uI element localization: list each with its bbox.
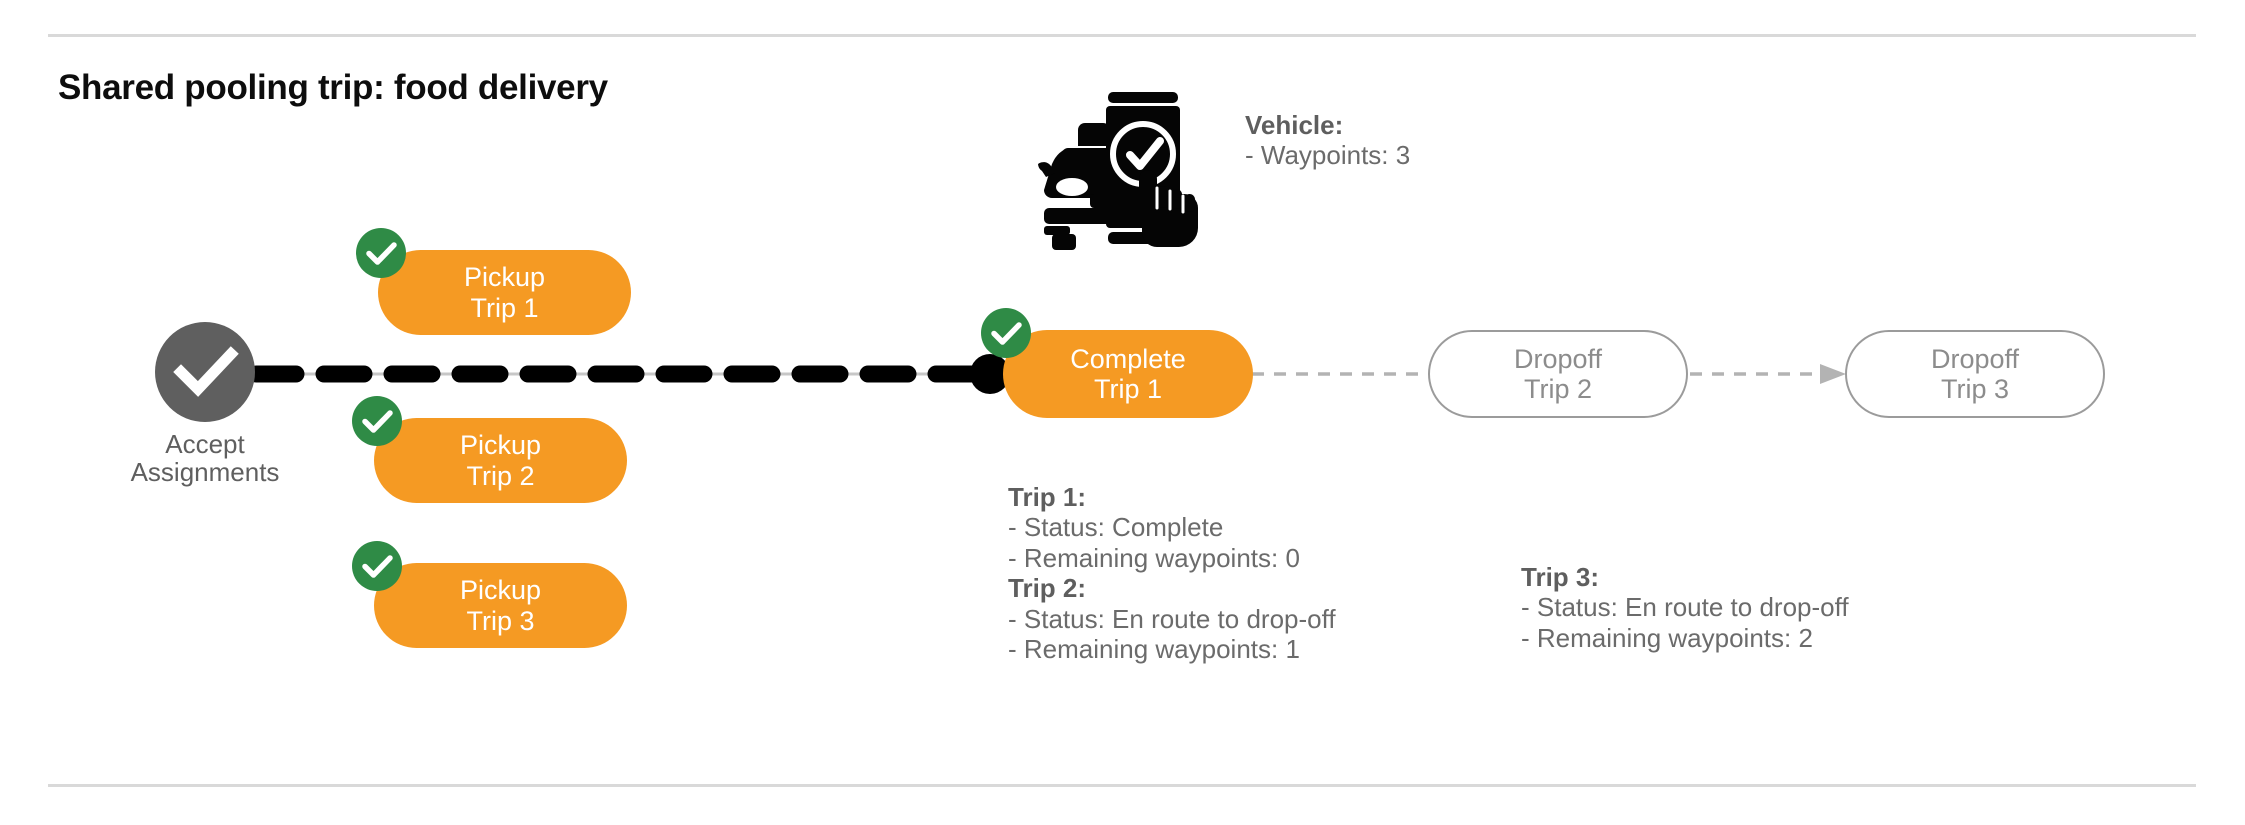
trip-3-remaining: - Remaining waypoints: 2: [1521, 622, 1813, 653]
top-divider: [48, 34, 2196, 37]
dropoff-trip-3-line2: Trip 3: [1940, 374, 2009, 404]
pickup-trip-2-node[interactable]: Pickup Trip 2: [352, 396, 627, 503]
complete-trip-1-node[interactable]: Complete Trip 1: [981, 308, 1253, 418]
pickup-trip-1-line2: Trip 1: [470, 292, 539, 323]
pickup-trip-1-node[interactable]: Pickup Trip 1: [356, 228, 631, 335]
pickup-trip-1-line1: Pickup: [463, 262, 546, 293]
page-title: Shared pooling trip: food delivery: [58, 68, 608, 107]
accept-assignments-label: Accept Assignments: [110, 430, 300, 486]
bottom-divider: [48, 784, 2196, 787]
trip-details-left-block: Trip 1: - Status: Complete - Remaining w…: [1008, 482, 1336, 664]
trip-1-heading: Trip 1:: [1008, 482, 1087, 512]
trip-1-status: - Status: Complete: [1008, 512, 1224, 543]
trip-2-remaining: - Remaining waypoints: 1: [1008, 634, 1300, 665]
dropoff-trip-3-node[interactable]: Dropoff Trip 3: [1845, 330, 2105, 418]
pickup-trip-3-node[interactable]: Pickup Trip 3: [352, 541, 627, 648]
complete-trip-1-line1: Complete: [1070, 343, 1186, 374]
accept-label-line1: Accept: [165, 429, 245, 459]
vehicle-heading: Vehicle:: [1245, 110, 1344, 140]
car-phone-check-icon: [1030, 86, 1212, 251]
dropoff-trip-3-line1: Dropoff: [1930, 343, 2020, 374]
pickup-trip-2-line1: Pickup: [459, 430, 542, 461]
check-badge-icon: [981, 308, 1031, 358]
check-circle-icon: [155, 322, 255, 422]
trip-3-status: - Status: En route to drop-off: [1521, 592, 1849, 623]
complete-trip-1-line2: Trip 1: [1093, 374, 1162, 404]
vehicle-info-block: Vehicle: - Waypoints: 3: [1245, 110, 1410, 171]
dropoff-trip-2-line1: Dropoff: [1513, 343, 1603, 374]
check-badge-icon: [352, 541, 402, 591]
check-badge-icon: [356, 228, 406, 278]
accept-label-line2: Assignments: [130, 457, 280, 488]
pickup-trip-3-line2: Trip 3: [466, 605, 535, 636]
trip-2-status: - Status: En route to drop-off: [1008, 603, 1336, 634]
accept-assignments-node[interactable]: Accept Assignments: [131, 322, 279, 486]
pickup-trip-3-line1: Pickup: [459, 575, 542, 606]
dropoff-trip-2-node[interactable]: Dropoff Trip 2: [1428, 330, 1688, 418]
check-badge-icon: [352, 396, 402, 446]
dropoff-trip-2-line2: Trip 2: [1523, 374, 1592, 404]
pickup-trip-2-line2: Trip 2: [466, 460, 535, 491]
trip-1-remaining: - Remaining waypoints: 0: [1008, 542, 1300, 573]
trip-details-right-block: Trip 3: - Status: En route to drop-off -…: [1521, 562, 1849, 653]
trip-3-heading: Trip 3:: [1521, 562, 1600, 592]
vehicle-waypoints: - Waypoints: 3: [1245, 140, 1411, 171]
trip-2-heading: Trip 2:: [1008, 573, 1087, 604]
